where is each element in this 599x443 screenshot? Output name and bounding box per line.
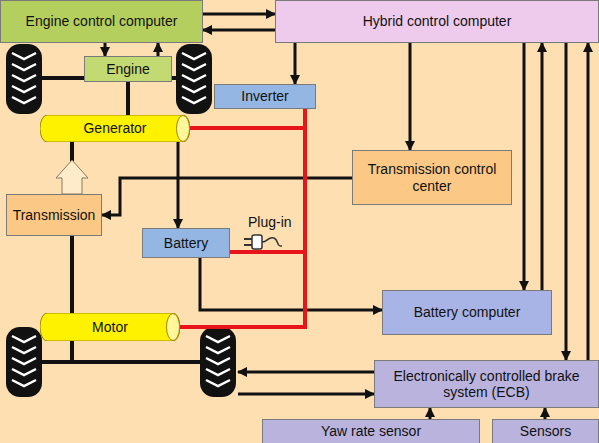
box-label: Inverter (241, 88, 288, 104)
generator-cylinder: Generator (40, 115, 190, 142)
cylinder-end (177, 116, 190, 142)
signal-arrow (565, 43, 568, 360)
controller-box: Transmission control center (352, 150, 512, 205)
box-label: Generator (83, 120, 146, 136)
signal-arrow (409, 43, 412, 150)
signal-arrow (587, 43, 590, 360)
rear-axle (42, 360, 200, 364)
signal-arrow (544, 408, 547, 419)
wheel-signal-arrow (238, 393, 374, 396)
signal-arrow (429, 408, 432, 419)
wheel (176, 44, 212, 114)
motor-cylinder: Motor (40, 313, 180, 341)
component-box: Engine (84, 56, 172, 82)
engine-shaft (126, 80, 130, 116)
signal-arrow (203, 13, 275, 16)
sensor-box: Yaw rate sensor (262, 419, 480, 443)
wheel (200, 327, 236, 397)
controller-box: Electronically controlled brake system (… (374, 360, 599, 408)
controller-box: Engine control computer (0, 0, 203, 43)
signal-arrow (294, 43, 297, 84)
component-box: Transmission (6, 194, 102, 236)
wheel (6, 327, 42, 397)
controller-box: Battery computer (382, 290, 552, 335)
signal-arrow (200, 258, 382, 310)
box-label: Transmission control center (356, 161, 508, 193)
box-label: Battery computer (414, 304, 521, 320)
plug-in-label: Plug-in (248, 214, 292, 230)
component-box: Inverter (214, 84, 316, 109)
cylinder-body (40, 115, 190, 142)
sensor-box: Sensors (492, 419, 599, 443)
box-label: Yaw rate sensor (321, 423, 421, 439)
signal-arrow (541, 43, 544, 290)
signal-arrow (157, 43, 160, 56)
signal-arrow (203, 29, 275, 32)
plug-symbol (244, 235, 282, 249)
power-wire (190, 109, 305, 128)
box-label: Electronically controlled brake system (… (378, 368, 595, 400)
cylinder-body (40, 313, 180, 341)
brake-signal-arrow (238, 371, 374, 374)
signal-arrow (177, 142, 180, 228)
wheel (6, 44, 42, 114)
signal-arrow (104, 43, 107, 56)
box-label: Transmission (13, 207, 96, 223)
box-label: Battery (164, 235, 208, 251)
box-label: Motor (92, 319, 128, 335)
cylinder-end (167, 314, 180, 341)
power-wire (180, 109, 305, 327)
box-label: Engine (106, 61, 150, 77)
box-label: Hybrid control computer (363, 13, 512, 29)
controller-box: Hybrid control computer (275, 0, 599, 43)
box-label: Engine control computer (26, 13, 178, 29)
signal-arrow (102, 178, 352, 215)
power-wire (230, 109, 305, 252)
signal-arrow (523, 43, 526, 290)
box-label: Sensors (520, 423, 571, 439)
component-box: Battery (142, 228, 230, 258)
transmission-arrow (56, 160, 88, 194)
